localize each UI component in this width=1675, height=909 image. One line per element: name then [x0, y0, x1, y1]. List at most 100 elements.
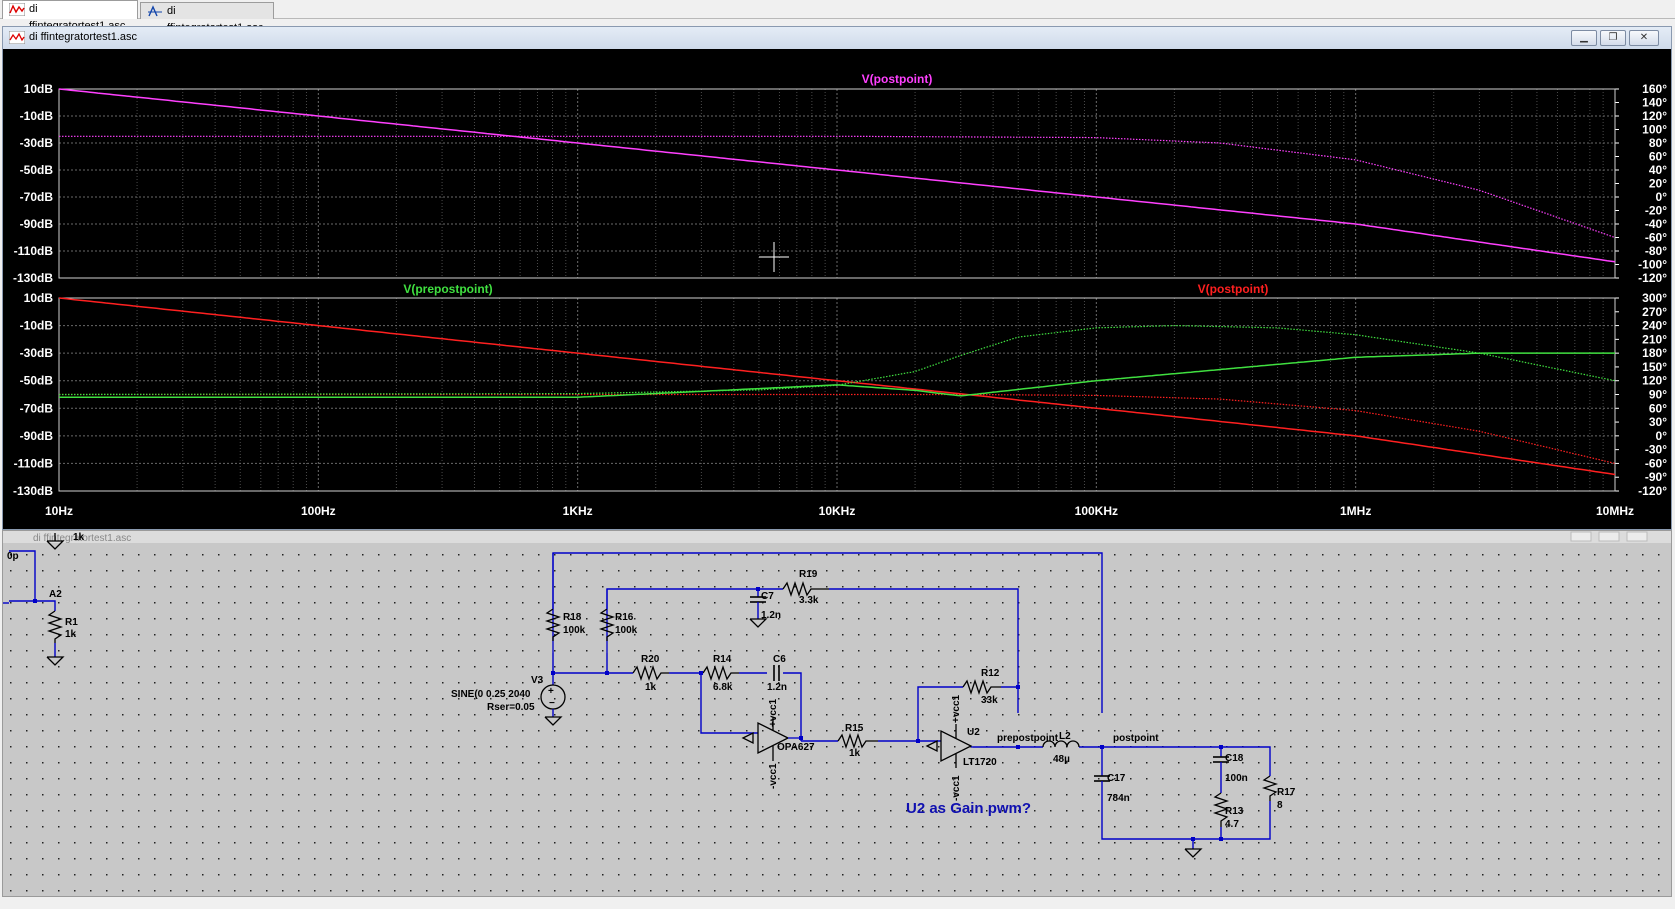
maximize-button[interactable]	[1598, 531, 1620, 542]
label-u2: U2	[967, 727, 980, 738]
tab-schematic[interactable]: di ffintegratortest1.asc	[140, 2, 274, 34]
label-sine: SINE(0 0.25 2040	[451, 689, 531, 700]
label-r19-value: 3.3k	[799, 595, 819, 606]
opamp-u2	[940, 729, 973, 763]
component-labels: 1k 0p A2 R1 1k R18 100k R16 100k R19 3.3…	[7, 532, 1296, 830]
supply-label-vcc-u2: +vcc1	[951, 694, 962, 723]
label-rser: Rser=0.05	[487, 702, 535, 713]
label-r16: R16	[615, 612, 634, 623]
y-right-tick-label: 150°	[1642, 360, 1667, 374]
capacitor-c6	[773, 665, 780, 681]
resistor-symbols	[46, 553, 1279, 827]
opamp-opa627	[757, 721, 790, 755]
label-v3: V3	[531, 675, 544, 686]
label-r14-value: 6.8k	[713, 682, 733, 693]
label-r14: R14	[713, 654, 732, 665]
x-tick-label: 100KHz	[1075, 504, 1118, 518]
label-r18: R18	[563, 612, 582, 623]
y-right-tick-label: -30°	[1645, 443, 1667, 457]
pane-frame	[58, 88, 1616, 279]
y-left-tick-label: -90dB	[20, 429, 54, 443]
y-right-tick-label: 140°	[1642, 96, 1667, 110]
trace-label-postpoint[interactable]: V(postpoint)	[1198, 282, 1269, 296]
resistor-r20	[632, 664, 669, 682]
tab-waveform[interactable]: di ffintegratortest1.asc	[2, 0, 138, 32]
label-r19: R19	[799, 569, 818, 580]
y-right-tick-label: -120°	[1638, 484, 1667, 498]
label-c7-value: 1.2n	[761, 610, 781, 621]
label-r20-value: 1k	[645, 682, 657, 693]
minimize-button[interactable]	[1570, 531, 1592, 542]
voltage-source-v3: + −	[540, 684, 566, 717]
trace-label-postpoint[interactable]: V(postpoint)	[862, 72, 933, 86]
pane-bottom[interactable]: 10dB-10dB-30dB-50dB-70dB-90dB-110dB-130d…	[13, 282, 1667, 498]
y-right-tick-label: -60°	[1645, 231, 1667, 245]
x-tick-label: 10MHz	[1596, 504, 1634, 518]
resistor-r12	[962, 678, 1001, 696]
capacitor-symbols	[750, 596, 1229, 796]
close-button[interactable]	[1626, 531, 1648, 542]
y-left-tick-label: -90dB	[20, 217, 54, 231]
trace-postpoint-phase	[59, 135, 1616, 239]
trace-label-prepostpoint[interactable]: V(prepostpoint)	[403, 282, 492, 296]
y-right-tick-label: -100°	[1638, 258, 1667, 272]
resistor-r19	[782, 580, 829, 598]
y-left-tick-label: -110dB	[14, 244, 54, 258]
waveform-icon	[9, 3, 25, 16]
schematic-grid	[3, 531, 1671, 896]
y-right-tick-label: -80°	[1645, 244, 1667, 258]
label-r17-value: 8	[1277, 800, 1283, 811]
minimize-button[interactable]: ▁	[1571, 30, 1597, 46]
y-right-tick-label: 210°	[1642, 332, 1667, 346]
label-c18-value: 100n	[1225, 773, 1248, 784]
svg-text:+: +	[548, 686, 554, 697]
y-left-tick-label: -130dB	[13, 271, 53, 285]
label-c6: C6	[773, 654, 786, 665]
net-label-postpoint: postpoint	[1113, 733, 1159, 744]
x-tick-label: 10Hz	[45, 504, 73, 518]
label-r18-value: 100k	[563, 625, 586, 636]
y-right-tick-label: 90°	[1649, 388, 1667, 402]
waveform-icon	[9, 31, 25, 44]
schematic-canvas[interactable]: di ffintegratortest1.asc	[3, 531, 1672, 897]
inductor-l2	[1042, 740, 1080, 748]
label-r15-value: 1k	[849, 748, 861, 759]
y-left-tick-label: -50dB	[20, 374, 54, 388]
supply-label-vee-u2: -vcc1	[951, 775, 962, 801]
y-left-tick-label: -10dB	[20, 319, 54, 333]
resistor-r17	[1261, 775, 1279, 801]
label-c6-value: 1.2n	[767, 682, 787, 693]
status-bar	[0, 897, 1675, 909]
document-tab-bar: di ffintegratortest1.asc di ffintegrator…	[0, 0, 1675, 34]
trace-postpoint-magnitude	[58, 88, 1616, 263]
junction-dots	[33, 587, 1223, 841]
y-right-tick-label: 160°	[1642, 82, 1667, 96]
pane-top[interactable]: 10dB-10dB-30dB-50dB-70dB-90dB-110dB-130d…	[13, 72, 1667, 285]
minimize-icon: ▁	[1580, 32, 1588, 43]
x-tick-label: 1KHz	[563, 504, 593, 518]
crosshair-cursor	[759, 242, 789, 272]
label-l2-value: 48µ	[1053, 754, 1070, 765]
label-r16-value: 100k	[615, 625, 638, 636]
x-tick-label: 10KHz	[819, 504, 856, 518]
capacitor-c18	[1213, 756, 1229, 777]
y-left-tick-label: -70dB	[20, 190, 54, 204]
schematic-icon	[148, 5, 162, 17]
bode-plot-area[interactable]: 10dB-10dB-30dB-50dB-70dB-90dB-110dB-130d…	[3, 49, 1671, 529]
y-right-tick-label: 60°	[1649, 401, 1667, 415]
label-opa627: OPA627	[777, 742, 815, 753]
close-button[interactable]: ✕	[1629, 30, 1659, 46]
y-right-tick-label: 60°	[1649, 150, 1667, 164]
opamp-symbols	[741, 717, 973, 768]
label-c18: C18	[1225, 753, 1244, 764]
window-title: di ffintegratortest1.asc	[29, 31, 138, 43]
y-right-tick-label: 240°	[1642, 319, 1667, 333]
maximize-button[interactable]: ❐	[1600, 30, 1626, 46]
supply-label-vee-opa627: -vcc1	[768, 763, 779, 789]
schematic-title: di ffintegratortest1.asc	[33, 533, 131, 544]
y-left-tick-label: -110dB	[14, 456, 54, 470]
label-u2-value: LT1720	[963, 757, 997, 768]
label-r12: R12	[981, 668, 1000, 679]
trace-v-prepostpoint-phase	[59, 324, 1616, 396]
y-right-tick-label: 120°	[1642, 374, 1667, 388]
